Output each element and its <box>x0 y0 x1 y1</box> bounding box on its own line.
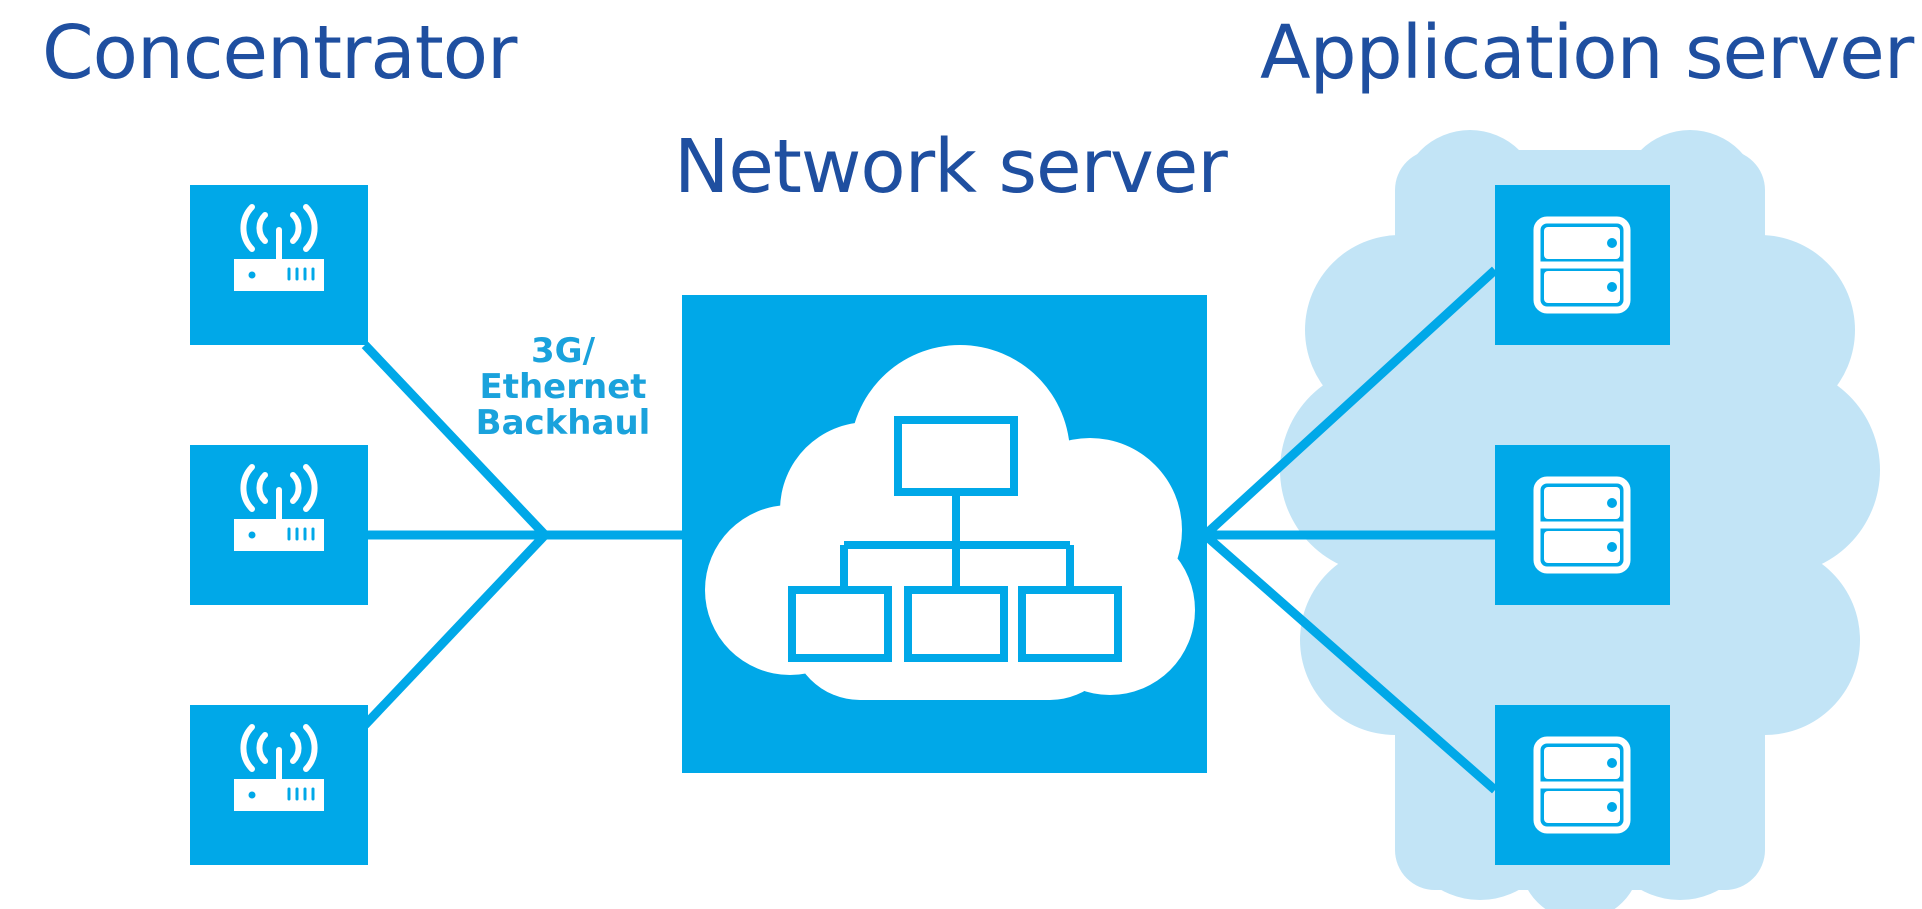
cloud-network-icon <box>705 345 1195 700</box>
gateway-antenna-icon <box>234 204 324 291</box>
server-links <box>1201 266 1499 794</box>
server-rack-icon <box>1533 216 1631 314</box>
backhaul-line-1: 3G/ <box>531 331 596 371</box>
gateway-antenna-icon <box>234 464 324 551</box>
network-server-heading: Network server <box>674 124 1228 210</box>
concentrator-3 <box>190 705 368 865</box>
backhaul-label: 3G/ Ethernet Backhaul <box>476 331 651 443</box>
application-server-2 <box>1495 445 1670 605</box>
concentrator-heading: Concentrator <box>42 10 517 96</box>
backhaul-line-3: Backhaul <box>476 403 651 443</box>
backhaul-line-2: Ethernet <box>479 367 646 407</box>
network-server-box <box>682 295 1207 773</box>
application-cloud-background <box>1280 130 1880 909</box>
backhaul-links <box>361 341 690 729</box>
server-rack-icon <box>1533 476 1631 574</box>
application-server-1 <box>1495 185 1670 345</box>
gateway-antenna-icon <box>234 724 324 811</box>
application-server-heading: Application server <box>1260 10 1914 96</box>
concentrator-2 <box>190 445 368 605</box>
application-server-3 <box>1495 705 1670 865</box>
concentrator-1 <box>190 185 368 345</box>
server-rack-icon <box>1533 736 1631 834</box>
